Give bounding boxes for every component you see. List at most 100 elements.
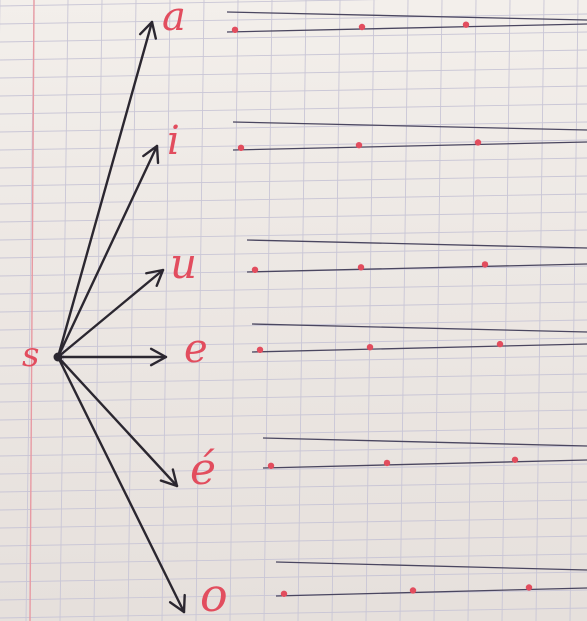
start-dot (267, 462, 275, 470)
grid-line-vertical (433, 0, 443, 621)
target-letter: é (190, 444, 216, 495)
arrow-head (149, 347, 168, 367)
arrow-head (159, 468, 179, 488)
grid-line-vertical (161, 0, 171, 621)
grid-line-horizontal (0, 571, 587, 583)
grid-line-horizontal (0, 445, 587, 457)
grid-line-horizontal (0, 121, 587, 133)
grid-line-horizontal (0, 157, 587, 169)
arrow-shaft (56, 20, 154, 359)
arrow-shaft (56, 268, 165, 359)
letters: s a i ue é o (22, 0, 228, 621)
grid-line-horizontal (0, 229, 587, 241)
grid-line-horizontal (0, 409, 587, 421)
start-dot (256, 346, 264, 354)
grid-line-horizontal (0, 427, 587, 439)
target-letter: a (162, 0, 186, 40)
start-dot (383, 459, 391, 467)
start-dot (231, 26, 239, 34)
guide-line-top (226, 11, 587, 21)
source-dot (53, 352, 63, 362)
start-dot (511, 456, 519, 463)
grid-line-vertical (399, 0, 409, 621)
start-dot (366, 343, 374, 351)
arrow-head (145, 268, 165, 287)
grid-line-horizontal (0, 553, 587, 565)
grid-line-horizontal (0, 481, 587, 493)
guide-line-top (262, 437, 587, 447)
grid-line-vertical (127, 0, 137, 621)
guide-line-top (251, 323, 587, 333)
target-letter: i (167, 118, 180, 164)
guide-line-base (251, 343, 587, 353)
grid-line-horizontal (0, 247, 587, 259)
grid-line-horizontal (0, 373, 587, 385)
start-dot (355, 141, 363, 149)
grid-line-vertical (229, 0, 239, 621)
grid-line-horizontal (0, 175, 587, 187)
start-dot (237, 144, 245, 152)
grid-line-vertical (467, 0, 477, 621)
grid-line-vertical (93, 0, 103, 621)
arrow-shaft (56, 355, 186, 614)
start-dot (251, 266, 259, 274)
target-letter: o (200, 568, 228, 621)
target-letter: u (170, 239, 197, 288)
guide-line-base (275, 587, 587, 597)
grid-line-vertical (569, 0, 579, 621)
start-dot (525, 584, 533, 591)
guide-line-top (232, 121, 587, 131)
target-letter: e (184, 326, 208, 372)
grid-line-horizontal (0, 517, 587, 529)
grid-line-horizontal (0, 49, 587, 61)
guide-line-base (246, 263, 587, 273)
guide-line-top (246, 239, 587, 249)
grid-line-horizontal (0, 139, 587, 151)
grid-line-horizontal (0, 103, 587, 115)
grid-line-horizontal (0, 67, 587, 79)
arrows (56, 20, 186, 614)
grid-line-horizontal (0, 13, 587, 25)
start-dot (409, 587, 417, 594)
arrow-shaft (56, 144, 159, 359)
grid-line-vertical (501, 0, 511, 621)
grid-line-vertical (195, 0, 205, 621)
grid-line-horizontal (0, 85, 587, 97)
grid-line-horizontal (0, 391, 587, 403)
grid-line-vertical (365, 0, 375, 621)
grid-line-horizontal (0, 31, 587, 43)
source-letter: s (22, 335, 39, 375)
grid-line-horizontal (0, 211, 587, 223)
grid-line-vertical (331, 0, 341, 621)
start-dot (496, 340, 504, 348)
arrow-shaft (56, 355, 179, 488)
guide-line-top (275, 561, 587, 571)
arrow-head (168, 593, 186, 614)
grid-line-vertical (535, 0, 545, 621)
start-dot (474, 139, 482, 146)
guide-line-base (232, 141, 587, 151)
start-dot (462, 21, 470, 28)
start-dot (481, 261, 489, 268)
grid-line-horizontal (0, 193, 587, 205)
guide-line-base (262, 459, 587, 469)
grid-line-horizontal (0, 607, 587, 619)
writing-lines (226, 11, 587, 597)
grid-line-horizontal (0, 463, 587, 475)
grid-line-horizontal (0, 355, 587, 367)
grid-line-vertical (263, 0, 273, 621)
guide-line-base (226, 23, 587, 33)
start-dot (357, 264, 365, 271)
arrow-head (142, 144, 160, 165)
margin-line (29, 0, 35, 621)
grid-line-vertical (59, 0, 69, 621)
grid-line-horizontal (0, 0, 379, 7)
grid-line-vertical (297, 0, 307, 621)
grid-line-horizontal (0, 535, 587, 547)
grid-line-horizontal (0, 499, 587, 511)
start-dot (358, 23, 366, 31)
start-dot (280, 590, 288, 597)
